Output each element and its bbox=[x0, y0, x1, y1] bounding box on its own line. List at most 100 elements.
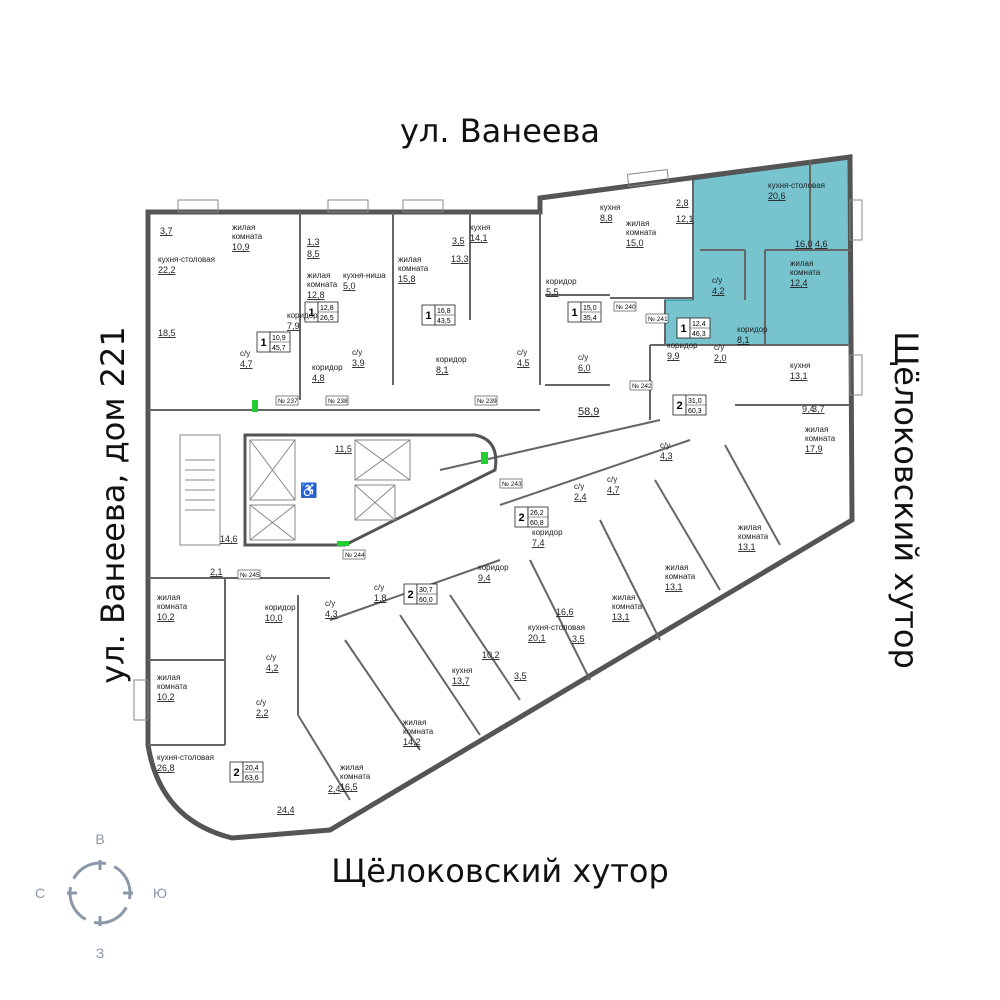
room-label: с/у1,8 bbox=[374, 583, 387, 603]
room-label: 10,2 bbox=[482, 650, 500, 660]
room-label: с/у2,2 bbox=[256, 698, 269, 718]
room-name: коридор bbox=[667, 341, 698, 350]
room-area: 8,1 bbox=[737, 335, 750, 345]
unit-number-text: № 239 bbox=[477, 398, 497, 405]
room-label: 13,3 bbox=[451, 254, 469, 264]
room-area: 5,0 bbox=[343, 281, 356, 291]
unit-number-text: № 238 bbox=[328, 398, 348, 405]
room-name: коридор bbox=[478, 563, 509, 572]
room-name: комната bbox=[738, 532, 769, 541]
living-area: 30,7 bbox=[419, 587, 433, 594]
room-name: с/у bbox=[240, 349, 250, 358]
unit-number: № 244 bbox=[342, 549, 366, 560]
room-area: 2,8 bbox=[676, 198, 689, 208]
room-name: с/у bbox=[266, 653, 276, 662]
room-area: 18,5 bbox=[158, 328, 176, 338]
room-name: жилая bbox=[790, 259, 813, 268]
street-label-bottom: Щёлоковский хутор bbox=[331, 852, 669, 890]
room-count: 2 bbox=[234, 767, 240, 779]
compass-north: В bbox=[95, 831, 104, 847]
room-count: 1 bbox=[261, 337, 267, 349]
room-area: 4,3 bbox=[660, 451, 673, 461]
room-name: с/у bbox=[607, 475, 617, 484]
living-area: 31,0 bbox=[688, 398, 702, 405]
room-label: с/у6,0 bbox=[578, 353, 591, 373]
room-area: 4,5 bbox=[517, 358, 530, 368]
room-name: комната bbox=[307, 280, 338, 289]
common-area: 2,1 bbox=[210, 567, 223, 577]
room-area: 16,0 bbox=[795, 239, 813, 249]
living-area: 26,2 bbox=[530, 510, 544, 517]
room-name: жилая bbox=[157, 593, 180, 602]
room-name: комната bbox=[157, 602, 188, 611]
room-area: 9,4 bbox=[478, 573, 491, 583]
compass-east: Ю bbox=[153, 885, 167, 901]
room-count: 1 bbox=[426, 310, 432, 322]
room-area: 17,9 bbox=[805, 444, 823, 454]
interior-walls bbox=[148, 160, 850, 801]
room-name: с/у bbox=[352, 348, 362, 357]
room-area: 7,4 bbox=[532, 538, 545, 548]
room-area: 4,6 bbox=[815, 239, 828, 249]
living-area: 12,8 bbox=[320, 305, 334, 312]
room-count: 2 bbox=[519, 512, 525, 524]
room-area: 2,4 bbox=[574, 492, 587, 502]
room-area: 13,1 bbox=[790, 371, 808, 381]
room-area: 14,1 bbox=[470, 233, 488, 243]
room-label: с/у4,3 bbox=[660, 441, 673, 461]
street-label-left: ул. Ванеева, дом 221 bbox=[94, 326, 132, 684]
room-area: 12,4 bbox=[790, 278, 808, 288]
room-label: 8,5 bbox=[307, 249, 320, 259]
room-name: кухня-столовая bbox=[768, 181, 825, 190]
room-label: с/у4,7 bbox=[240, 349, 253, 369]
unit-number: № 237 bbox=[275, 395, 299, 406]
exit-marker bbox=[252, 400, 258, 412]
room-area: 26,8 bbox=[157, 763, 175, 773]
stairs bbox=[185, 459, 215, 511]
unit-number-text: № 241 bbox=[648, 316, 668, 323]
room-name: кухня-столовая bbox=[158, 255, 215, 264]
room-name: комната bbox=[398, 264, 429, 273]
room-area: 14,2 bbox=[403, 737, 421, 747]
room-name: комната bbox=[403, 727, 434, 736]
room-name: коридор bbox=[737, 325, 768, 334]
room-name: коридор bbox=[436, 355, 467, 364]
room-name: коридор bbox=[546, 277, 577, 286]
room-area: 3,5 bbox=[514, 671, 527, 681]
room-area: 8,8 bbox=[600, 213, 613, 223]
room-area: 10,2 bbox=[482, 650, 500, 660]
room-count: 1 bbox=[572, 307, 578, 319]
room-label: 3,5 bbox=[452, 236, 465, 246]
room-label: 3,5 bbox=[572, 634, 585, 644]
room-area: 4,3 bbox=[325, 609, 338, 619]
room-area: 13,1 bbox=[665, 582, 683, 592]
unit-number-text: № 243 bbox=[502, 481, 522, 488]
total-area: 45,7 bbox=[272, 345, 286, 352]
common-area: 11,5 bbox=[335, 444, 352, 454]
room-name: кухня bbox=[452, 666, 472, 675]
